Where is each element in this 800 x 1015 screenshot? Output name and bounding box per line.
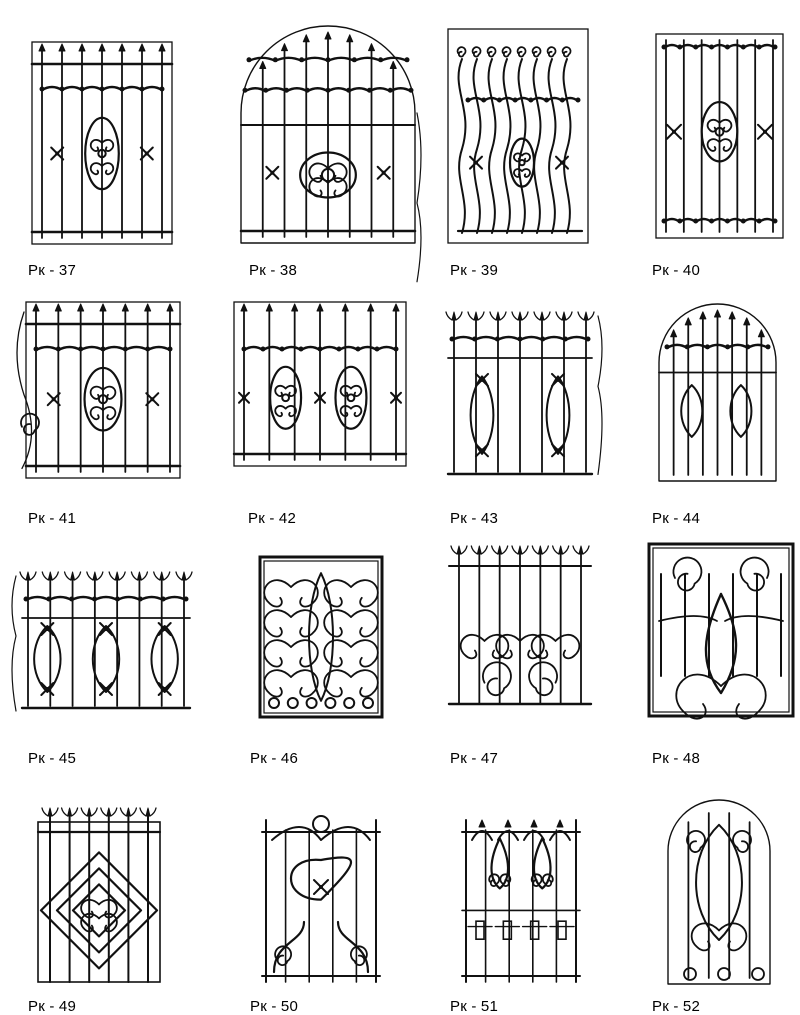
grill-svg: [16, 301, 182, 479]
grill-svg: [658, 303, 777, 482]
grill-svg: [447, 28, 589, 244]
item-label: Рк - 42: [248, 510, 296, 527]
item-label: Рк - 46: [250, 750, 298, 767]
grill-drawing-rk48: [645, 540, 797, 720]
grill-svg: [261, 815, 381, 983]
item-label: Рк - 47: [450, 750, 498, 767]
grill-svg: [36, 807, 162, 983]
grill-svg: [447, 545, 593, 706]
grill-drawing-rk39: [444, 25, 592, 247]
item-label: Рк - 40: [652, 262, 700, 279]
item-label: Рк - 48: [652, 750, 700, 767]
item-label: Рк - 43: [450, 510, 498, 527]
grill-svg: [445, 311, 603, 476]
grill-drawing-rk41: [16, 298, 184, 482]
grill-drawing-rk40: [652, 30, 787, 242]
grill-drawing-rk45: [11, 566, 198, 716]
grill-drawing-rk37: [28, 38, 176, 248]
grill-drawing-rk47: [445, 540, 595, 714]
grill-svg: [647, 542, 795, 720]
grill-svg: [667, 799, 771, 985]
item-label: Рк - 38: [249, 262, 297, 279]
grill-drawing-rk49: [34, 806, 164, 986]
item-label: Рк - 51: [450, 998, 498, 1015]
grill-svg: [30, 41, 174, 245]
item-label: Рк - 41: [28, 510, 76, 527]
grill-drawing-rk38: [237, 22, 422, 283]
item-label: Рк - 44: [652, 510, 700, 527]
item-label: Рк - 50: [250, 998, 298, 1015]
item-label: Рк - 45: [28, 750, 76, 767]
item-label: Рк - 49: [28, 998, 76, 1015]
item-label: Рк - 39: [450, 262, 498, 279]
grill-drawing-rk50: [258, 806, 384, 986]
grill-drawing-rk51: [458, 806, 584, 986]
grill-svg: [239, 25, 422, 283]
grill-svg: [461, 819, 581, 983]
item-label: Рк - 52: [652, 998, 700, 1015]
grill-svg: [232, 301, 408, 467]
grill-drawing-rk44: [655, 300, 780, 485]
grill-drawing-rk52: [664, 796, 774, 988]
grill-svg: [258, 555, 384, 719]
grill-drawing-rk43: [440, 306, 603, 482]
grill-drawing-rk42: [230, 298, 410, 470]
grill-svg: [11, 571, 193, 712]
item-label: Рк - 37: [28, 262, 76, 279]
grill-drawing-rk46: [256, 553, 386, 721]
grill-svg: [655, 33, 784, 239]
